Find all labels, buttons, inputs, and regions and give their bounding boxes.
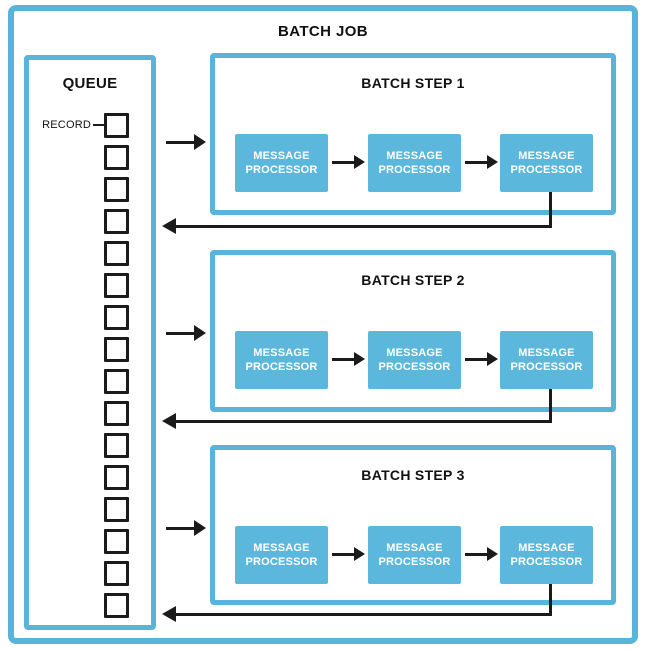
queue-title: QUEUE <box>62 75 118 92</box>
record-square <box>104 337 129 362</box>
processor-arrow-icon <box>465 547 498 561</box>
record-square <box>104 561 129 586</box>
processor-arrow-icon <box>332 352 365 366</box>
message-processor-box: MESSAGE PROCESSOR <box>235 134 328 192</box>
step1-feedback-arrowhead-icon <box>162 218 176 234</box>
record-square <box>104 113 129 138</box>
queue-to-step2-arrow-icon <box>166 325 206 341</box>
step2-feedback-arrowhead-icon <box>162 413 176 429</box>
record-square <box>104 273 129 298</box>
record-square <box>104 369 129 394</box>
batch-step-3-title: BATCH STEP 3 <box>361 467 465 483</box>
record-square <box>104 177 129 202</box>
record-square <box>104 241 129 266</box>
processor-arrow-icon <box>465 155 498 169</box>
record-square <box>104 145 129 170</box>
queue-to-step1-arrow-icon <box>166 134 206 150</box>
batch-job-box <box>8 5 638 644</box>
message-processor-box: MESSAGE PROCESSOR <box>500 134 593 192</box>
batch-step-1-box: BATCH STEP 1 MESSAGE PROCESSOR MESSAGE P… <box>210 53 616 215</box>
record-list <box>104 113 129 618</box>
message-processor-box: MESSAGE PROCESSOR <box>368 526 461 584</box>
step3-feedback-line-horizontal <box>176 613 552 616</box>
record-square <box>104 433 129 458</box>
step3-feedback-line-vertical <box>549 584 552 616</box>
record-connector-line <box>93 124 104 126</box>
batch-step-2-box: BATCH STEP 2 MESSAGE PROCESSOR MESSAGE P… <box>210 250 616 412</box>
batch-step-2-title: BATCH STEP 2 <box>361 272 465 288</box>
record-square <box>104 497 129 522</box>
step1-feedback-line-horizontal <box>176 225 552 228</box>
queue-to-step3-arrow-icon <box>166 520 206 536</box>
queue-box <box>24 55 156 630</box>
record-square <box>104 529 129 554</box>
record-label: RECORD <box>42 119 91 131</box>
record-square <box>104 593 129 618</box>
batch-step-3-box: BATCH STEP 3 MESSAGE PROCESSOR MESSAGE P… <box>210 445 616 605</box>
processor-arrow-icon <box>465 352 498 366</box>
message-processor-box: MESSAGE PROCESSOR <box>235 331 328 389</box>
batch-job-title: BATCH JOB <box>278 23 368 40</box>
step2-feedback-line-horizontal <box>176 420 552 423</box>
message-processor-box: MESSAGE PROCESSOR <box>368 331 461 389</box>
batch-step-1-title: BATCH STEP 1 <box>361 75 465 91</box>
step1-feedback-line-vertical <box>549 192 552 228</box>
processor-arrow-icon <box>332 547 365 561</box>
step2-feedback-line-vertical <box>549 389 552 423</box>
record-square <box>104 465 129 490</box>
message-processor-box: MESSAGE PROCESSOR <box>500 526 593 584</box>
message-processor-box: MESSAGE PROCESSOR <box>500 331 593 389</box>
step3-feedback-arrowhead-icon <box>162 606 176 622</box>
processor-arrow-icon <box>332 155 365 169</box>
message-processor-box: MESSAGE PROCESSOR <box>235 526 328 584</box>
record-square <box>104 305 129 330</box>
record-square <box>104 401 129 426</box>
message-processor-box: MESSAGE PROCESSOR <box>368 134 461 192</box>
record-square <box>104 209 129 234</box>
